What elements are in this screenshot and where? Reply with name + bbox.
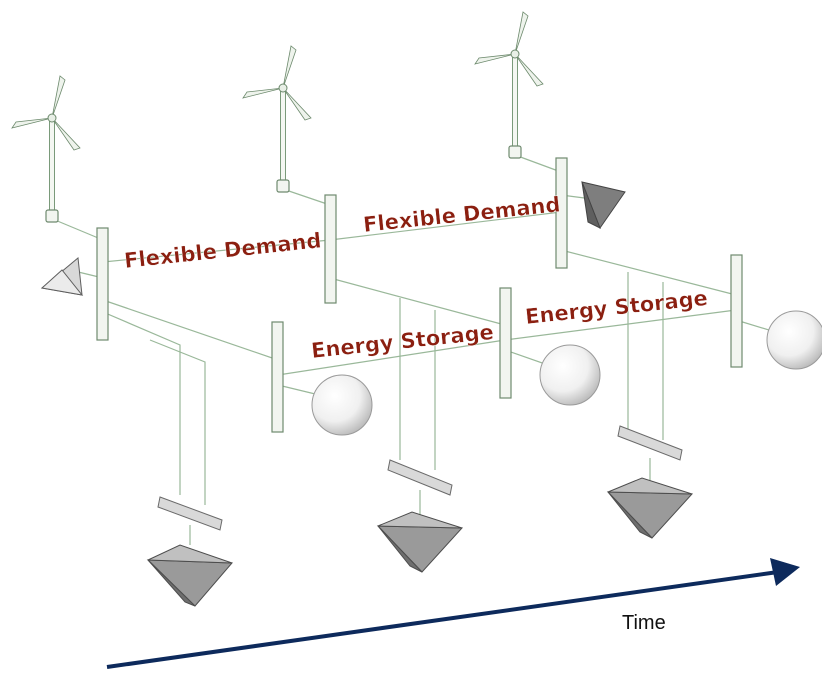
wind-turbine-icon xyxy=(474,11,544,159)
bus-post xyxy=(499,287,512,399)
storage-sphere-icon xyxy=(766,310,822,370)
bus-post xyxy=(555,157,568,269)
time-arrow xyxy=(106,558,800,669)
flexible-demand-label: Flexible Demand xyxy=(362,192,561,237)
load-bar xyxy=(387,459,453,496)
load-bar xyxy=(157,496,223,531)
wind-turbine-icon xyxy=(242,45,312,193)
energy-storage-label: Energy Storage xyxy=(524,286,709,329)
bus-post xyxy=(271,321,284,433)
bus-post xyxy=(96,227,109,341)
load-pyramid-icon xyxy=(40,257,84,296)
storage-sphere-icon xyxy=(539,344,601,406)
load-pyramid-icon xyxy=(146,544,234,607)
time-label: Time xyxy=(622,612,666,634)
wind-turbine-icon xyxy=(11,75,81,223)
load-pyramid-icon xyxy=(581,181,626,230)
energy-storage-label: Energy Storage xyxy=(310,320,495,363)
bus-post xyxy=(730,254,743,368)
storage-sphere-icon xyxy=(311,374,373,436)
flexible-demand-label: Flexible Demand xyxy=(123,228,322,273)
bus-posts xyxy=(96,157,743,433)
load-bar xyxy=(617,425,683,461)
load-pyramid-icon xyxy=(606,477,694,539)
load-pyramid-icon xyxy=(376,511,464,573)
bus-post xyxy=(324,194,337,304)
